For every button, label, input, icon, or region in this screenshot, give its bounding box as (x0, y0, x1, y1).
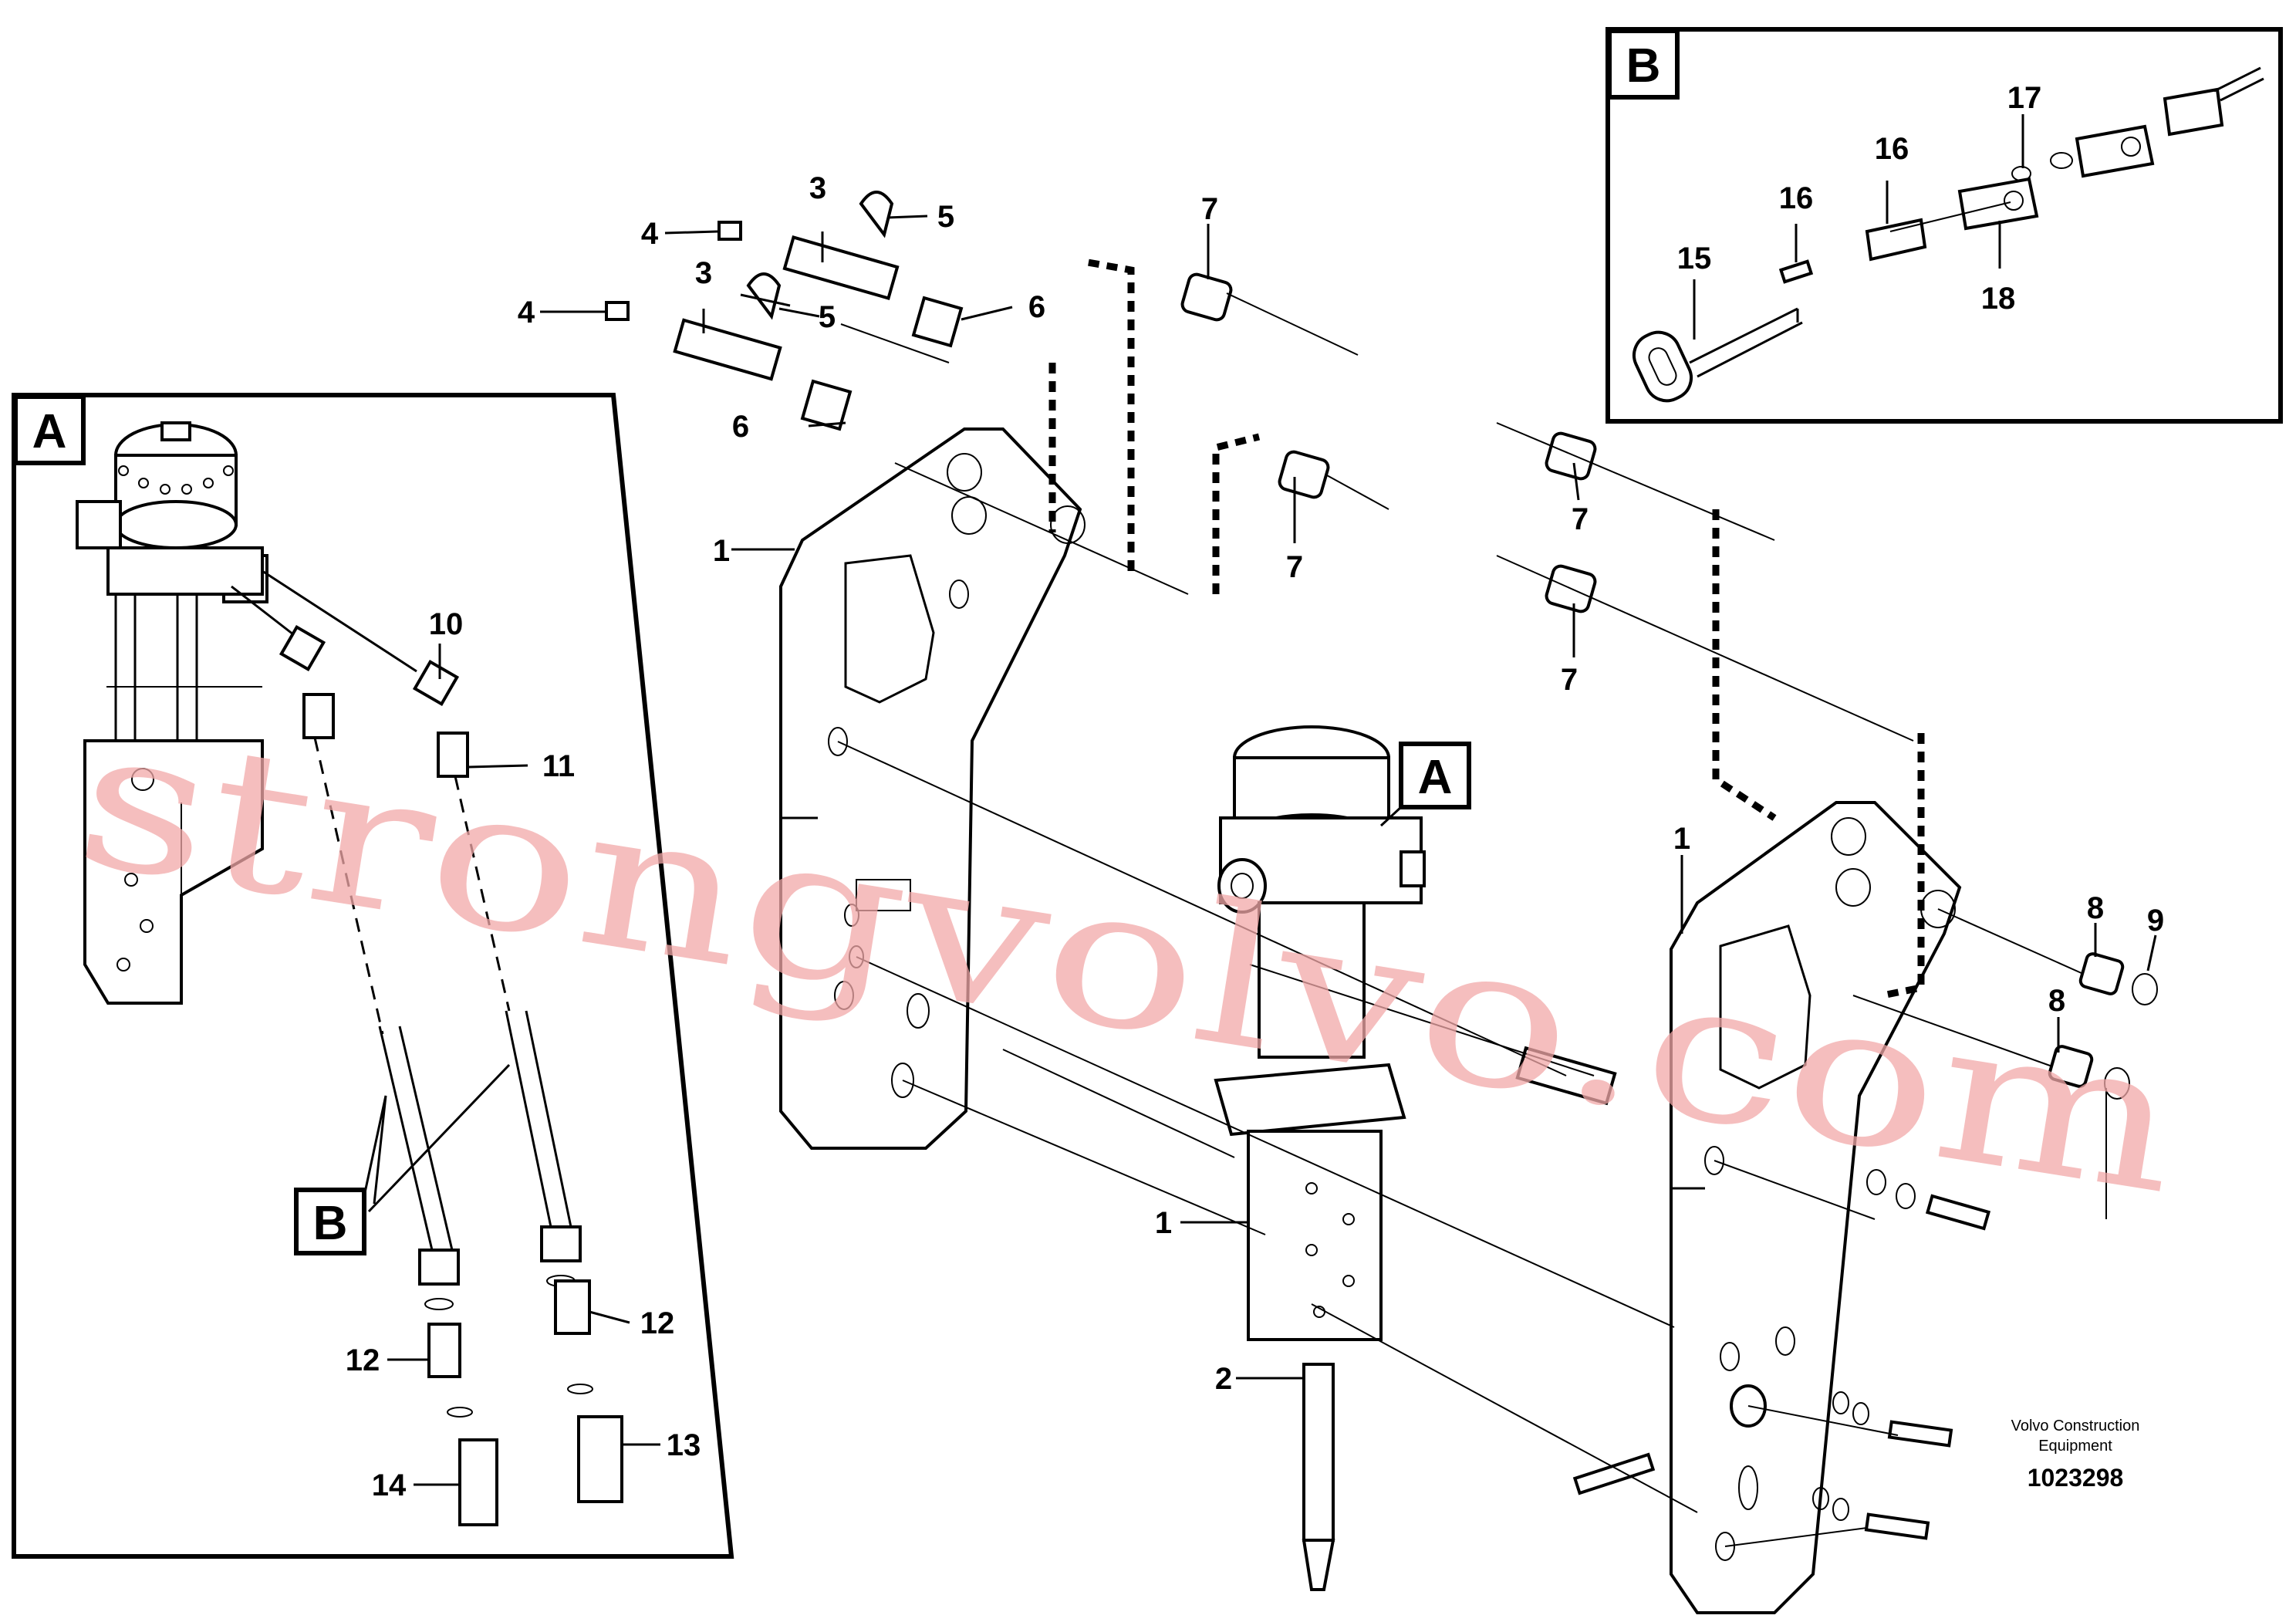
left-mounting-plate (779, 427, 1086, 1150)
brand-line-1: Volvo Construction (2011, 1418, 2140, 1434)
right-mounting-plate (1670, 801, 1962, 1614)
lock-pin-assembly (1633, 66, 2264, 403)
detail-a-panel: A (12, 393, 734, 1559)
callout-7-right-a: 7 (1572, 502, 1589, 536)
callout-12-left: 12 (346, 1343, 380, 1377)
callout-11: 11 (542, 749, 575, 783)
callout-leaders (387, 114, 2157, 1486)
callout-17: 17 (2007, 81, 2042, 115)
callout-18: 18 (1981, 282, 2016, 316)
callout-2: 2 (1215, 1362, 1232, 1396)
callout-13: 13 (667, 1428, 701, 1462)
callout-6-lower: 6 (732, 410, 749, 444)
chisel-tool (1302, 1363, 1335, 1591)
callout-5-lower: 5 (819, 300, 836, 334)
callout-8-upper: 8 (2087, 891, 2104, 925)
callout-3-upper: 3 (809, 171, 826, 205)
callout-1-left: 1 (713, 534, 730, 568)
callout-numbers: 1 1 1 2 3 3 4 4 5 5 6 6 7 7 7 7 8 8 9 10… (346, 81, 2164, 1502)
detail-a-ref-b-letter: B (313, 1197, 348, 1250)
callout-9: 9 (2147, 904, 2164, 938)
callout-4-upper: 4 (641, 217, 659, 251)
callout-1-center: 1 (1155, 1206, 1172, 1240)
drawing-number: 1023298 (2028, 1464, 2124, 1492)
pins-and-bushings (605, 191, 2158, 1540)
callout-6-upper: 6 (1028, 290, 1045, 324)
detail-b-panel: B (1606, 27, 2283, 424)
callout-7-mid: 7 (1286, 550, 1303, 584)
callout-7-right-b: 7 (1561, 663, 1578, 697)
brand-line-2: Equipment (2038, 1438, 2112, 1455)
drawing-footer: Volvo Construction Equipment 1023298 (2011, 1418, 2140, 1492)
hammer-body (1214, 725, 1426, 1341)
callout-4-lower: 4 (518, 296, 535, 329)
main-ref-a-letter: A (1418, 751, 1453, 804)
detail-b-letter: B (1626, 39, 1661, 93)
callout-3-lower: 3 (695, 256, 712, 290)
callout-15: 15 (1677, 242, 1712, 275)
callout-10: 10 (429, 607, 464, 641)
callout-12-right: 12 (640, 1306, 675, 1340)
callout-16-upper: 16 (1875, 132, 1909, 166)
callout-14: 14 (372, 1468, 407, 1502)
hydraulic-hoses (231, 569, 623, 1526)
callout-5-upper: 5 (937, 200, 954, 234)
assembly-lines (837, 292, 2107, 1547)
callout-1-right: 1 (1673, 822, 1690, 856)
hammer-valve-assembly (76, 421, 268, 1005)
callout-8-lower: 8 (2048, 984, 2065, 1018)
detail-a-letter: A (32, 405, 67, 458)
callout-16-lower: 16 (1779, 181, 1814, 215)
dashed-alignment-lines (1048, 259, 1925, 999)
callout-7-top: 7 (1201, 192, 1218, 226)
